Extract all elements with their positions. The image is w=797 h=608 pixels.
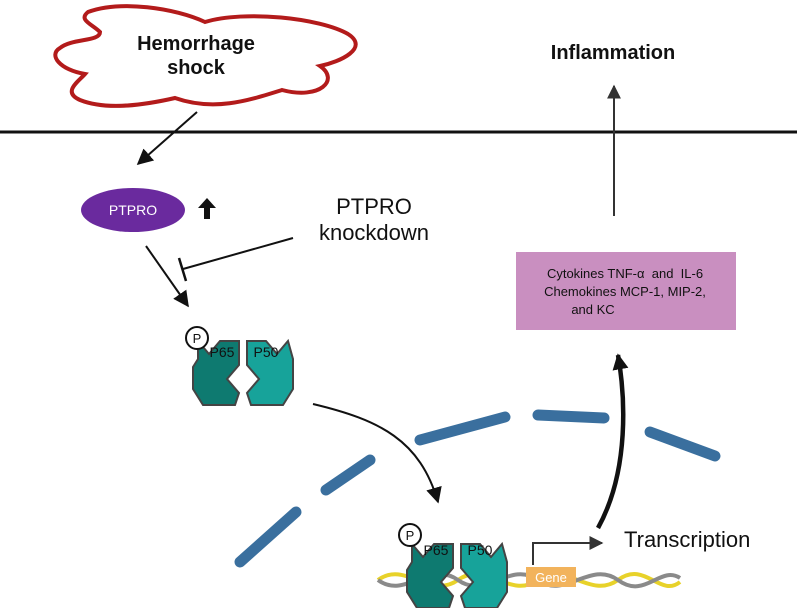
ptpro-label: PTPRO xyxy=(109,202,157,218)
upregulation-arrow-icon xyxy=(198,198,216,219)
ptpro-node xyxy=(81,188,185,232)
cytokine-line2: Chemokines MCP-1, MIP-2, xyxy=(544,284,706,299)
phospho-label: P xyxy=(193,331,202,346)
transcription-start-arrow xyxy=(532,536,604,565)
phospho-badge-nuclear xyxy=(398,523,422,547)
cytokine-line1: Cytokines TNF-α and IL-6 xyxy=(547,266,703,281)
p65-label-nuclear: P65 xyxy=(424,542,449,558)
stimulus-label-line2: shock xyxy=(167,57,226,79)
stimulus-cloud xyxy=(53,4,358,108)
stimulus-label-line1: Hemorrhage xyxy=(137,33,255,55)
inflammation-label: Inflammation xyxy=(551,42,675,64)
knockdown-label-line2: knockdown xyxy=(319,220,429,245)
cytokine-line3: and KC xyxy=(571,302,614,317)
knockdown-label-line1: PTPRO xyxy=(336,194,412,219)
arrow-transcription-to-cytokines xyxy=(596,353,629,530)
inhibition-line xyxy=(182,237,294,270)
cytokine-box xyxy=(516,252,736,330)
gene-box xyxy=(526,567,576,587)
arrow-ptpro-to-complex xyxy=(145,245,189,308)
p65-label: P65 xyxy=(210,344,235,360)
inhibition-bar xyxy=(177,257,188,282)
arrow-nuclear-translocation xyxy=(312,403,442,504)
phospho-badge xyxy=(185,326,209,350)
p50-label-nuclear: P50 xyxy=(468,542,493,558)
transcription-label: Transcription xyxy=(624,527,750,552)
phospho-label-nuclear: P xyxy=(406,528,415,543)
nuclear-envelope xyxy=(234,409,721,568)
gene-label: Gene xyxy=(535,570,567,585)
arrow-shock-to-ptpro xyxy=(136,111,198,166)
p50-label: P50 xyxy=(254,344,279,360)
